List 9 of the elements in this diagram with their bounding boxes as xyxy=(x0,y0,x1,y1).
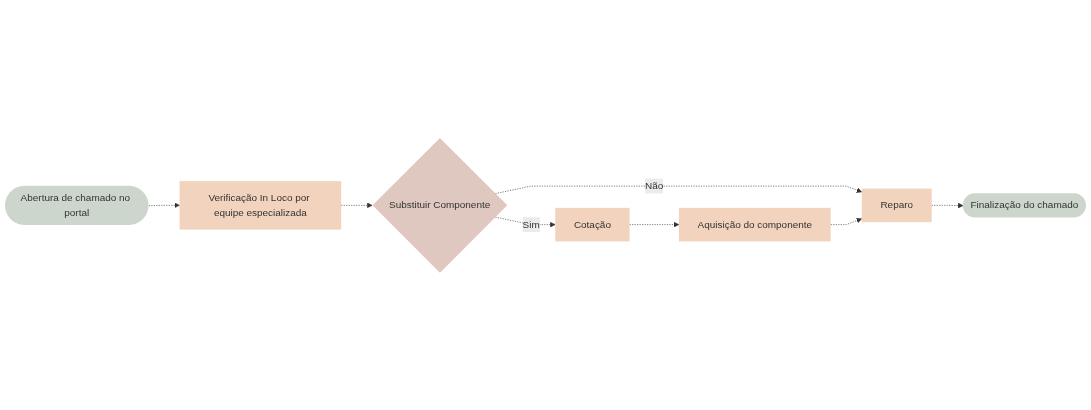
node-box: Verificação In Loco por equipe especializada xyxy=(179,180,342,230)
node-box: Finalização do chamado xyxy=(962,192,1086,218)
node-box: Aquisição do componente xyxy=(678,207,831,242)
edge-label: Sim xyxy=(522,218,540,230)
node-box: Abertura de chamado no portal xyxy=(5,185,149,225)
node-box: Cotação xyxy=(555,207,630,242)
node-diamond: Substituir Componente xyxy=(372,137,508,273)
node-box: Reparo xyxy=(861,188,932,222)
edge-label: Não xyxy=(645,180,664,191)
